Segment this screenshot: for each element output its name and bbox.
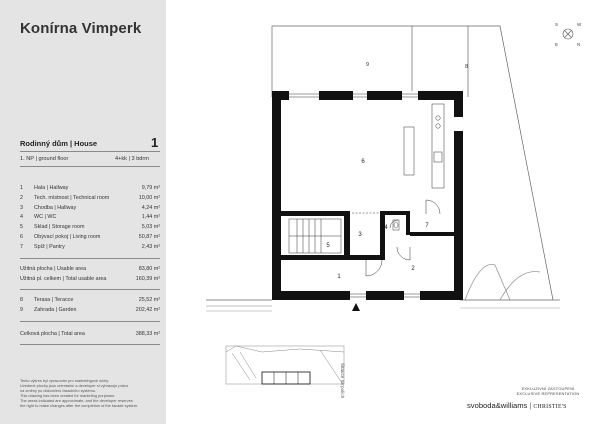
svg-text:N: N xyxy=(577,42,580,47)
street-label: Šitauce na polích xyxy=(340,363,345,399)
room-label: 2 xyxy=(411,266,415,272)
room-label: 4 xyxy=(384,225,388,231)
layout-label: 4+kk | 3 bdrm xyxy=(115,156,149,162)
partner-logo: CHRISTIE'S xyxy=(533,404,567,410)
svg-text:S: S xyxy=(555,22,558,27)
room-labels: 1 2 3 4 5 6 7 xyxy=(326,159,429,280)
compass-icon: S W E N xyxy=(555,22,582,47)
entrance-arrow-icon xyxy=(352,303,360,311)
stairs xyxy=(288,218,342,254)
brand-name: svoboda&williams xyxy=(467,401,528,410)
divider xyxy=(20,344,160,345)
divider xyxy=(20,151,160,152)
svg-text:E: E xyxy=(555,42,558,47)
house-number: 1 xyxy=(151,135,159,150)
exterior-walls xyxy=(272,91,463,300)
site-thumbnail xyxy=(225,345,345,387)
house-heading: Rodinný dům | House xyxy=(20,139,98,148)
project-title: Konírna Vimperk xyxy=(20,20,142,37)
divider xyxy=(20,289,160,290)
plot-label: 9 xyxy=(366,62,369,68)
doors xyxy=(352,199,441,277)
room-label: 6 xyxy=(361,159,365,165)
room-label: 3 xyxy=(358,232,362,238)
windows xyxy=(289,91,463,300)
room-label: 5 xyxy=(326,243,330,249)
kitchen xyxy=(403,103,445,189)
plot-boundary xyxy=(206,25,560,312)
floor-label: 1. NP | ground floor xyxy=(20,156,69,162)
plot-label: 8 xyxy=(465,64,468,70)
info-sidebar: Konírna Vimperk Rodinný dům | House 1 1.… xyxy=(0,0,166,424)
room-label: 1 xyxy=(337,274,341,280)
disclaimer-text: Tento výkres byl zpracován pro marketing… xyxy=(20,378,139,408)
divider xyxy=(20,166,160,167)
floor-plan: 1 2 3 4 5 6 7 xyxy=(206,25,560,387)
interior-walls xyxy=(281,211,454,260)
brand-logo: svoboda&williams|CHRISTIE'S xyxy=(467,401,567,410)
svg-text:W: W xyxy=(577,22,582,27)
room-label: 7 xyxy=(425,223,429,229)
divider xyxy=(20,321,160,322)
divider xyxy=(20,258,160,259)
representation-label: EXKLUZIVNÍ ZASTOUPENÍ EXCLUSIVE REPRESEN… xyxy=(516,386,580,396)
